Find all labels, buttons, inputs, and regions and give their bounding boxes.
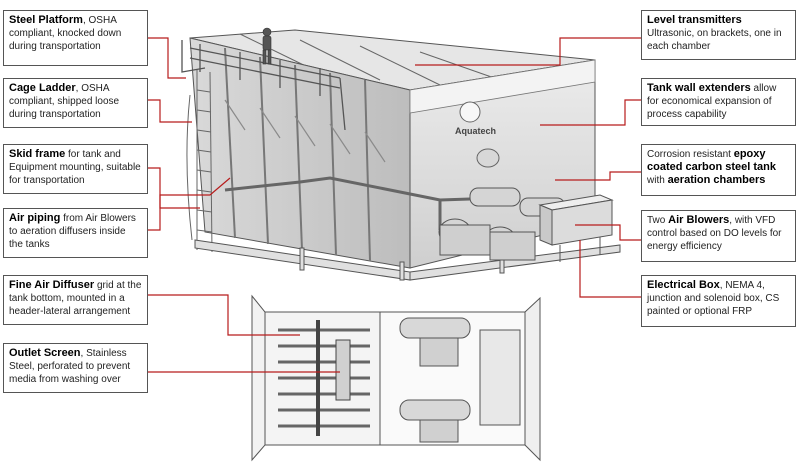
callout-title: Level transmitters [647, 14, 742, 26]
aquatech-logo-icon [459, 101, 481, 123]
callout-text: , Stainless Steel, perforated to prevent… [9, 348, 131, 385]
brand-logo-text: Aquatech [455, 126, 496, 136]
callout-title: Air piping [9, 212, 61, 224]
diffuser-grid [278, 328, 370, 428]
tank-stiffener-ribs [224, 47, 371, 262]
callout-text: Ultrasonic, on brackets, one in each cha… [647, 28, 782, 52]
callout-title: Steel Platform [9, 14, 83, 26]
callout-fine-air-diffuser: Fine Air Diffuser grid at the tank botto… [3, 275, 148, 325]
callout-title: Air Blowers [668, 214, 730, 226]
callout-text: from Air Blowers to aeration diffusers i… [9, 213, 136, 250]
callout-text: Corrosion resistant [647, 149, 734, 160]
callout-title: epoxy coated carbon steel tank [647, 148, 776, 173]
callout-cage-ladder: Cage Ladder, OSHA compliant, shipped loo… [3, 78, 148, 128]
callout-title: Skid frame [9, 148, 66, 160]
callout-text: grid at the tank bottom, mounted in a he… [9, 280, 142, 317]
callout-title: Fine Air Diffuser [9, 279, 95, 291]
callout-title: aeration chambers [667, 174, 766, 186]
callout-text: for tank and Equipment mounting, suitabl… [9, 149, 141, 186]
tank-wall-extender [409, 59, 596, 114]
plan-view [251, 294, 541, 462]
callout-text: Two [647, 215, 669, 226]
callout-electrical-box: Electrical Box, NEMA 4, junction and sol… [641, 275, 796, 327]
tank-port [476, 148, 500, 168]
callout-epoxy-tank: Corrosion resistant epoxy coated carbon … [641, 144, 796, 196]
cage-ladder [186, 70, 213, 253]
outlet-screen [335, 339, 351, 401]
air-blowers [438, 187, 566, 261]
callout-title: Electrical Box [647, 279, 720, 291]
callout-text: , OSHA compliant, shipped loose during t… [9, 83, 120, 120]
callout-steel-platform: Steel Platform, OSHA compliant, knocked … [3, 10, 148, 66]
callout-air-blowers: Two Air Blowers, with VFD control based … [641, 210, 796, 262]
callout-tank-wall-extenders: Tank wall extenders allow for economical… [641, 78, 796, 126]
callout-title: Outlet Screen [9, 347, 81, 359]
callout-text: , with VFD control based on DO levels fo… [647, 215, 782, 252]
callout-text: with [647, 175, 668, 186]
leader-lines [148, 37, 641, 373]
callout-text: allow for economical expansion of proces… [647, 83, 777, 120]
callout-text: , NEMA 4, junction and solenoid box, CS … [647, 280, 780, 317]
skid-frame [194, 239, 621, 281]
electrical-box [538, 194, 614, 262]
callout-title: Cage Ladder [9, 82, 76, 94]
callout-text: , OSHA compliant, knocked down during tr… [9, 15, 122, 52]
worker-figure [262, 27, 272, 65]
callout-title: Tank wall extenders [647, 82, 751, 94]
callout-air-piping: Air piping from Air Blowers to aeration … [3, 208, 148, 258]
callout-outlet-screen: Outlet Screen, Stainless Steel, perforat… [3, 343, 148, 393]
callout-skid-frame: Skid frame for tank and Equipment mounti… [3, 144, 148, 194]
tank-diagonal-braces [224, 99, 386, 163]
tank-top-chamber-walls [239, 33, 501, 86]
